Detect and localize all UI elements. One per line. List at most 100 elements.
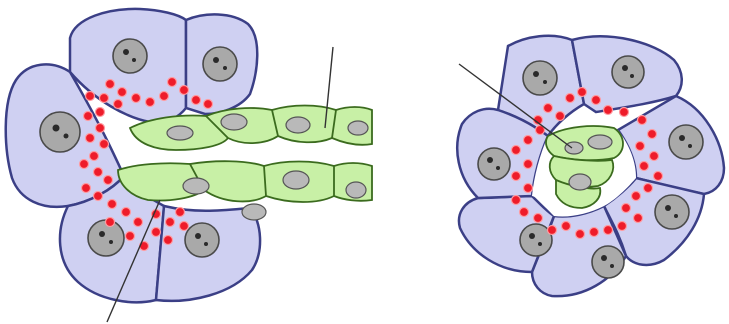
granule (638, 116, 647, 125)
granule (576, 230, 585, 239)
nucleolus (665, 205, 671, 211)
nucleolus (204, 242, 208, 246)
granule (96, 108, 105, 117)
nucleolus (123, 49, 129, 55)
granule (106, 218, 115, 227)
nucleus (185, 223, 219, 257)
nucleolus (64, 134, 69, 139)
nucleus (592, 246, 624, 278)
nucleus (655, 195, 689, 229)
granule (96, 124, 105, 133)
nucleolus (679, 135, 685, 141)
granule (548, 226, 557, 235)
nucleus (523, 61, 557, 95)
granule (180, 86, 189, 95)
duct-nucleus (346, 182, 366, 198)
duct-nucleus (183, 178, 209, 194)
nucleolus (53, 125, 60, 132)
granule (100, 94, 109, 103)
granule (566, 94, 575, 103)
nucleus (612, 56, 644, 88)
nucleolus (538, 242, 542, 246)
granule (620, 108, 629, 117)
nucleolus (223, 66, 227, 70)
granule (592, 96, 601, 105)
duct-nucleus (286, 117, 310, 133)
duct-nucleus (569, 174, 591, 190)
duct-nucleus (565, 142, 583, 154)
duct-nucleus (588, 135, 612, 149)
granule (94, 192, 103, 201)
granule (104, 176, 113, 185)
nucleolus (529, 233, 535, 239)
granule (168, 78, 177, 87)
granule (604, 106, 613, 115)
cross-section-acinus (457, 36, 724, 296)
granule (100, 140, 109, 149)
granule (650, 152, 659, 161)
nucleolus (496, 166, 500, 170)
granule (204, 100, 213, 109)
granule (524, 136, 533, 145)
granule (146, 98, 155, 107)
nucleolus (213, 57, 219, 63)
duct-nucleus (283, 171, 309, 189)
nucleus (478, 148, 510, 180)
granule (512, 196, 521, 205)
nucleolus (601, 255, 607, 261)
granule (640, 162, 649, 171)
granule (590, 228, 599, 237)
granule (118, 88, 127, 97)
granule (524, 184, 533, 193)
nucleolus (195, 233, 201, 239)
nucleolus (99, 231, 105, 237)
granule (192, 96, 201, 105)
nucleus (113, 39, 147, 73)
granule (648, 130, 657, 139)
granule (534, 214, 543, 223)
granule (82, 184, 91, 193)
nucleolus (630, 74, 634, 78)
granule (86, 92, 95, 101)
granule (544, 104, 553, 113)
granule (86, 134, 95, 143)
granule (126, 232, 135, 241)
granule (556, 112, 565, 121)
granule (164, 236, 173, 245)
nucleolus (533, 71, 539, 77)
nucleolus (132, 58, 136, 62)
granule (520, 208, 529, 217)
nucleolus (622, 65, 628, 71)
granule (80, 160, 89, 169)
granule (512, 172, 521, 181)
nucleolus (487, 157, 493, 163)
granule (636, 142, 645, 151)
nucleus (669, 125, 703, 159)
granule (632, 192, 641, 201)
granule (524, 160, 533, 169)
granule (114, 100, 123, 109)
nucleolus (543, 80, 547, 84)
granule (160, 92, 169, 101)
nucleolus (109, 240, 113, 244)
duct-nucleus (221, 114, 247, 130)
nucleolus (610, 264, 614, 268)
nucleus (203, 47, 237, 81)
granule (106, 80, 115, 89)
granule (512, 146, 521, 155)
granule (634, 214, 643, 223)
duct-nucleus (348, 121, 368, 135)
granule (90, 152, 99, 161)
granule (644, 184, 653, 193)
granule (152, 228, 161, 237)
nucleolus (674, 214, 678, 218)
granule (94, 168, 103, 177)
granule (562, 222, 571, 231)
granule (166, 218, 175, 227)
nucleolus (688, 144, 692, 148)
granule (108, 200, 117, 209)
nucleus (40, 112, 80, 152)
longitudinal-acinus (6, 9, 372, 322)
granule (578, 88, 587, 97)
granule (122, 208, 131, 217)
